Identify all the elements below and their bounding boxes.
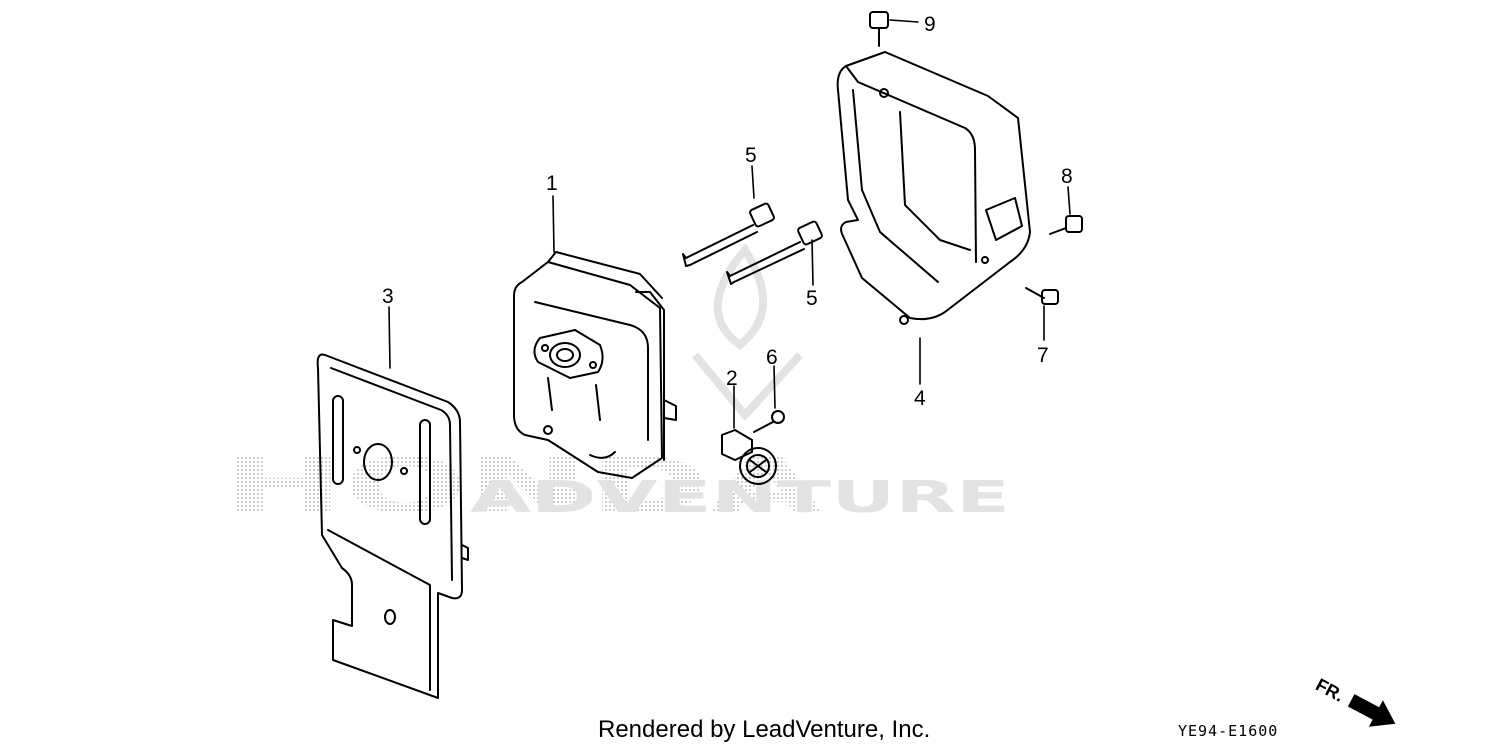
part-8-bolt (1049, 215, 1083, 235)
part-5-bolt-lower (726, 220, 823, 285)
part-9-bolt (869, 11, 889, 47)
render-credit: Rendered by LeadVenture, Inc. (598, 716, 931, 743)
callout-4: 4 (914, 387, 926, 410)
part-3-plate (316, 353, 469, 699)
front-marker: FR. (1312, 675, 1396, 727)
callout-5-lower: 5 (806, 287, 818, 310)
callouts: 1 2 3 4 5 5 6 7 8 9 (382, 13, 1073, 410)
part-5-bolt-upper (682, 202, 775, 267)
front-marker-label: FR. (1312, 675, 1347, 706)
part-1-muffler (513, 251, 677, 479)
front-arrow-icon (1347, 694, 1396, 727)
part-7-bolt (1025, 287, 1059, 305)
callout-9: 9 (924, 13, 936, 36)
callout-6: 6 (766, 346, 778, 369)
callout-1: 1 (546, 172, 558, 195)
callout-8: 8 (1061, 165, 1073, 188)
diagram-code: YE94-E1600 (1178, 722, 1279, 740)
watermark-flame-icon (691, 243, 803, 422)
leader-lines (388, 19, 1071, 429)
watermark-right: ADVENTURE (470, 472, 1010, 523)
callout-3: 3 (382, 285, 394, 308)
callout-5-upper: 5 (745, 144, 757, 167)
watermark: HONDA ADVENTURE (222, 243, 1010, 530)
part-4-protector (836, 51, 1031, 325)
part-6-screw (753, 410, 785, 433)
callout-7: 7 (1037, 344, 1049, 367)
part-2-cap (721, 429, 777, 485)
callout-2: 2 (726, 367, 738, 390)
